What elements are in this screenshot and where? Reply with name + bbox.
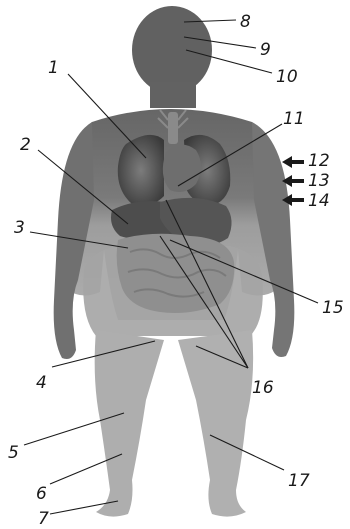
left-lung	[118, 135, 164, 206]
arrows	[282, 156, 304, 206]
label-7: 7	[38, 509, 49, 529]
label-10: 10	[276, 67, 298, 87]
head	[132, 6, 212, 94]
trachea	[168, 112, 178, 144]
label-5: 5	[8, 443, 19, 463]
label-11: 11	[283, 109, 305, 129]
label-9: 9	[260, 40, 271, 60]
label-16: 16	[252, 378, 274, 398]
label-1: 1	[48, 58, 59, 78]
label-4: 4	[36, 373, 47, 393]
label-6: 6	[36, 484, 47, 504]
label-3: 3	[14, 218, 25, 238]
label-12: 12	[308, 151, 330, 171]
label-2: 2	[20, 135, 31, 155]
neck	[150, 82, 196, 108]
label-14: 14	[308, 191, 330, 211]
label-8: 8	[240, 12, 251, 32]
intestines	[117, 234, 235, 313]
arrow-12	[282, 156, 304, 168]
left-leg	[95, 330, 164, 517]
label-13: 13	[308, 171, 330, 191]
label-15: 15	[322, 298, 344, 318]
label-17: 17	[288, 471, 310, 491]
